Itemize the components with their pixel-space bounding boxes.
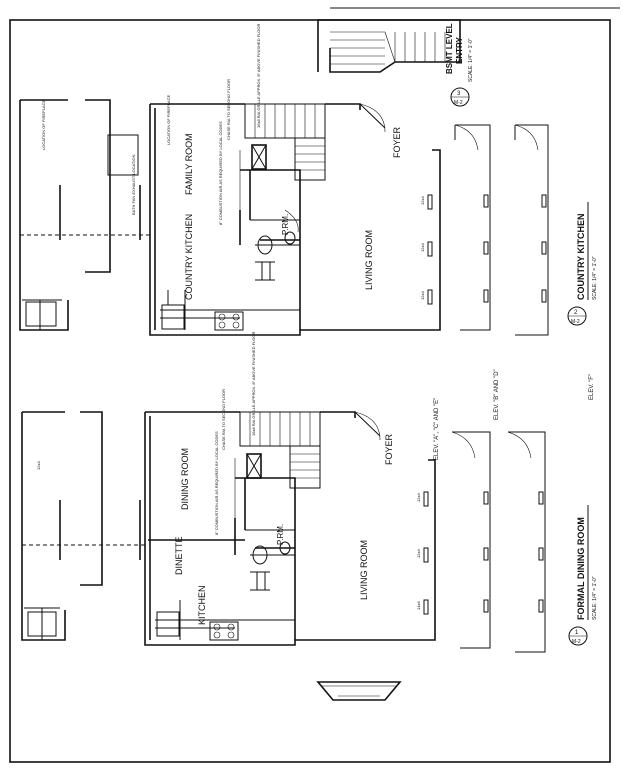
formal-dining-plan: DINING ROOM DINETTE KITCHEN LIVING ROOM …: [144, 332, 436, 646]
note-chase-bottom: CHASE R/A TO SECOND FLOOR: [221, 389, 226, 450]
living-room-label-bottom: LIVING ROOM: [359, 540, 369, 600]
ck-title: COUNTRY KITCHEN: [576, 213, 586, 300]
bay-window-detail: [316, 681, 402, 701]
kitchen-label: KITCHEN: [197, 585, 207, 625]
dim-12x4-top-3: 12x4: [420, 291, 425, 300]
dim-12x4-bottom-1: 12x4: [416, 493, 421, 502]
dim-12x4-top-2: 12x4: [420, 243, 425, 252]
elev-acb: ELEV. "A", "C" AND "E": [434, 398, 440, 460]
dim-12x4-bottom-left: 12x4: [36, 461, 41, 470]
dim-12x4-top-1: 12x4: [420, 196, 425, 205]
top-elevation-strips: ELEV. "A", "C" AND "E" ELEV. "B" AND "D"…: [434, 124, 595, 460]
ck-ref-num: 2: [574, 310, 578, 316]
note-chase-top: CHASE R/A TO SECOND FLOOR: [226, 79, 231, 140]
top-plan-left-fragment: LOCATION OF FIREPLACE BATH FAN EXHAUST L…: [19, 99, 150, 331]
dining-room-label: DINING ROOM: [180, 448, 190, 510]
foyer-label-bottom: FOYER: [384, 433, 394, 465]
ck-scale: SCALE: 1/4" = 1'-0": [592, 256, 598, 300]
bottom-elevation-strips: [451, 431, 546, 653]
family-room-label: FAMILY ROOM: [184, 133, 194, 195]
country-kitchen-plan: FAMILY ROOM COUNTRY KITCHEN LIVING ROOM …: [149, 24, 441, 336]
note-combustion-bottom: 8" COMBUSTION AIR AS REQUIRED BY LOCAL C…: [214, 431, 219, 535]
note-fireplace-top: LOCATION OF FIREPLACE: [166, 95, 171, 145]
elev-f: ELEV. "F": [589, 374, 595, 400]
note-combustion-top: 8" COMBUSTION AIR AS REQUIRED BY LOCAL C…: [218, 121, 223, 225]
sheet-border: [9, 19, 611, 763]
foyer-label-top: FOYER: [392, 126, 402, 158]
elev-bd: ELEV. "B" AND "D": [494, 369, 500, 420]
living-room-label-top: LIVING ROOM: [364, 230, 374, 290]
bsmt-title-1: BSMT LEVEL: [445, 23, 454, 74]
fdr-ref-num: 1: [575, 630, 579, 636]
fdr-title: FORMAL DINING ROOM: [576, 517, 586, 620]
dim-14x6-bottom: 14x6: [416, 601, 421, 610]
country-kitchen-title-block: COUNTRY KITCHEN SCALE: 1/4" = 1'-0" 2 M-…: [567, 202, 598, 326]
fdr-scale: SCALE: 1/4" = 1'-0": [592, 576, 598, 620]
bsmt-scale: SCALE: 1/4" = 1'-0": [468, 38, 474, 82]
bsmt-ref-sheet: M-2: [454, 100, 463, 106]
prm-label-top: P.RM.: [281, 214, 290, 235]
ck-ref-sheet: M-2: [571, 319, 580, 325]
fdr-ref-sheet: M-2: [572, 639, 581, 645]
note-fireplace-left: LOCATION OF FIREPLACE: [41, 100, 46, 150]
dinette-label: DINETTE: [174, 536, 184, 575]
note-grille-bottom: 16x8 R/A GRILLE APPROX. 8" ABOVE FINISHE…: [251, 332, 256, 436]
bsmt-entry-plan: BSMT LEVEL ENTRY SCALE: 1/4" = 1'-0" 3 M…: [317, 19, 474, 107]
bsmt-ref-num: 3: [457, 91, 461, 97]
country-kitchen-label: COUNTRY KITCHEN: [184, 214, 194, 300]
note-grille-top: 16x8 R/A GRILLE APPROX. 8" ABOVE FINISHE…: [256, 24, 261, 128]
dim-12x4-bottom-2: 12x4: [416, 549, 421, 558]
bottom-plan-left-fragment: 12x4: [21, 411, 145, 641]
prm-label-bottom: P.RM.: [276, 524, 285, 545]
formal-dining-title-block: FORMAL DINING ROOM SCALE: 1/4" = 1'-0" 1…: [568, 505, 598, 646]
note-bath-fan: BATH FAN EXHAUST LOCATION: [131, 154, 136, 215]
bsmt-title-2: ENTRY: [455, 37, 464, 64]
